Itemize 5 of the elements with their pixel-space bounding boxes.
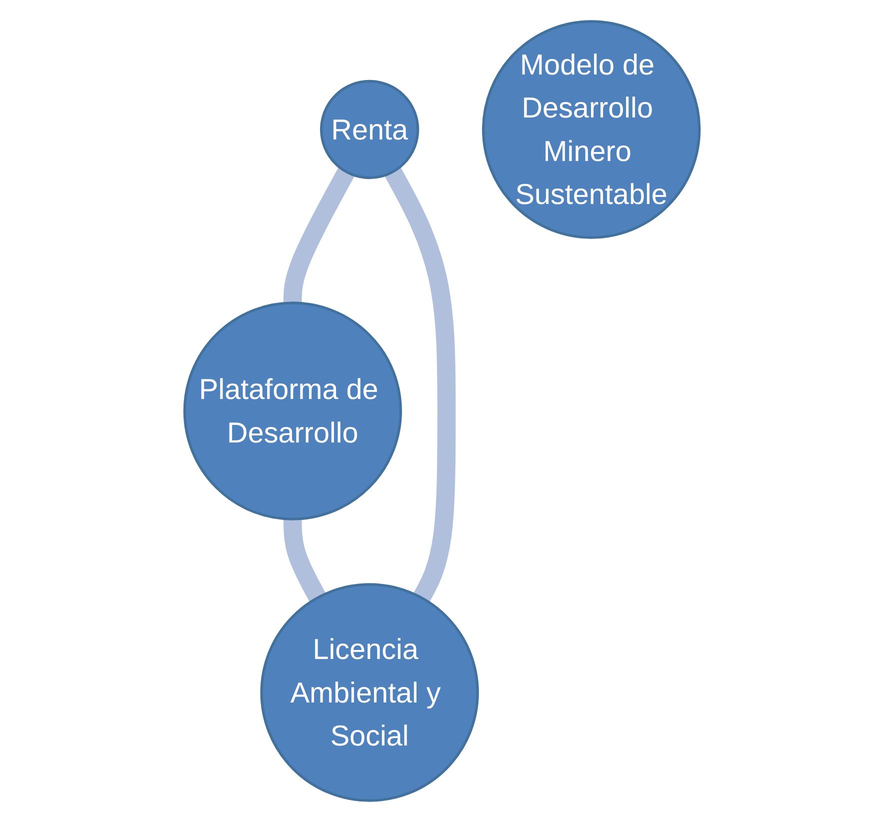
circle-node: Modelo de Desarrollo Minero Sustentable (482, 20, 701, 238)
circle-node: Plataforma de Desarrollo (183, 301, 402, 520)
circle-node: Renta (320, 79, 420, 179)
connector-line (384, 166, 456, 602)
circle-node: Licencia Ambiental y Social (260, 582, 479, 802)
